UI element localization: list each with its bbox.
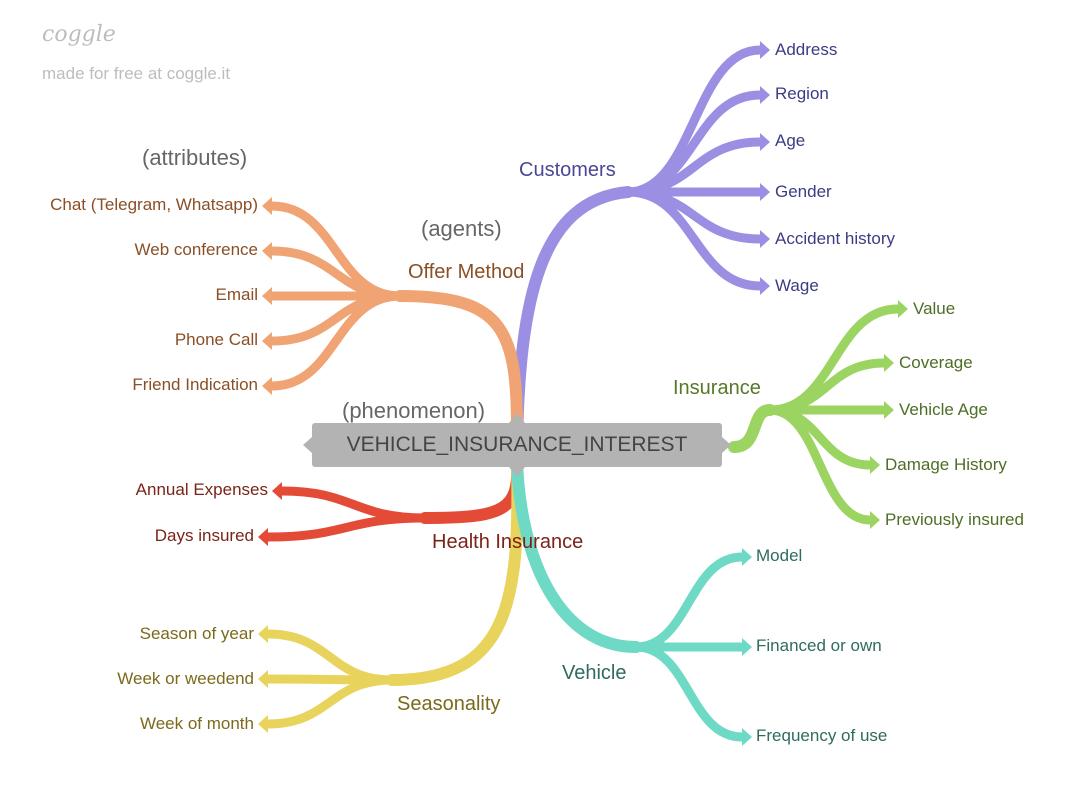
customers-leaf-connector <box>623 187 765 291</box>
insurance-trunk <box>728 404 776 453</box>
customers-item-accident-history[interactable]: Accident history <box>775 229 895 248</box>
center-node-left-notch <box>303 437 312 453</box>
offer-method-leaf-arrow <box>262 332 272 350</box>
insurance-leaf-arrow <box>884 354 894 372</box>
vehicle-leaf-arrow <box>742 548 752 566</box>
customers-item-age[interactable]: Age <box>775 131 806 150</box>
customers-leaf-arrow <box>760 86 770 104</box>
seasonality-leaf-connector <box>263 629 397 685</box>
offer-item-friend-indication[interactable]: Friend Indication <box>132 375 258 394</box>
annotation-attributes: (attributes) <box>142 145 248 170</box>
insurance-leaf-arrow <box>898 300 908 318</box>
seasonality-item-season-of-year[interactable]: Season of year <box>139 624 254 643</box>
offer-item-web-conference[interactable]: Web conference <box>134 240 258 259</box>
annotation-agents: (agents) <box>421 216 502 241</box>
seasonality-trunk <box>386 454 524 686</box>
health-insurance-leaf-connector <box>263 513 430 542</box>
insurance-item-value[interactable]: Value <box>913 299 956 318</box>
offer-item-chat[interactable]: Chat (Telegram, Whatsapp) <box>50 195 258 214</box>
vehicle-leaf-arrow <box>742 638 752 656</box>
offer-method-leaf-arrow <box>262 242 272 260</box>
branch-insurance-label[interactable]: Insurance <box>673 377 761 399</box>
branch-offer-method-label[interactable]: Offer Method <box>408 261 525 283</box>
coggle-tagline: made for free at coggle.it <box>42 64 231 83</box>
vehicle-item-frequency-of-use[interactable]: Frequency of use <box>756 726 888 745</box>
annotation-phenomenon: (phenomenon) <box>342 398 486 423</box>
seasonality-item-week-or-weekend[interactable]: Week or weedend <box>117 669 254 688</box>
center-node-right-notch <box>722 437 731 453</box>
insurance-leaf-arrow <box>884 401 894 419</box>
vehicle-trunk <box>511 454 642 653</box>
health-item-annual-expenses[interactable]: Annual Expenses <box>135 480 268 499</box>
offer-method-leaf-arrow <box>262 287 272 305</box>
vehicle-item-financed-or-own[interactable]: Financed or own <box>756 636 882 655</box>
customers-leaf-arrow <box>760 41 770 59</box>
customers-leaf-arrow <box>760 230 770 248</box>
insurance-leaf-arrow <box>870 456 880 474</box>
customers-item-wage[interactable]: Wage <box>775 276 819 295</box>
health-insurance-leaf-arrow <box>272 482 282 500</box>
seasonality-leaf-arrow <box>258 670 268 688</box>
seasonality-leaf-arrow <box>258 715 268 733</box>
vehicle-item-model[interactable]: Model <box>756 546 803 565</box>
health-insurance-leaf-connector <box>277 486 430 523</box>
vehicle-leaf-connector <box>631 552 747 652</box>
insurance-item-coverage[interactable]: Coverage <box>899 353 973 372</box>
offer-method-leaf-connector <box>267 291 405 391</box>
offer-method-leaf-arrow <box>262 377 272 395</box>
branch-connectors <box>258 41 908 746</box>
offer-item-phone-call[interactable]: Phone Call <box>174 330 258 349</box>
center-node-label: VEHICLE_INSURANCE_INTEREST <box>346 433 688 456</box>
center-node[interactable] <box>312 423 722 467</box>
branch-seasonality-label[interactable]: Seasonality <box>397 693 501 715</box>
seasonality-leaf-connector <box>263 675 397 729</box>
customers-leaf-arrow <box>760 277 770 295</box>
customers-leaf-arrow <box>760 183 770 201</box>
branch-customers-label[interactable]: Customers <box>519 159 616 181</box>
customers-trunk <box>511 186 634 446</box>
insurance-item-previously-insured[interactable]: Previously insured <box>885 510 1024 529</box>
vehicle-leaf-arrow <box>742 728 752 746</box>
offer-item-email[interactable]: Email <box>215 285 258 304</box>
insurance-leaf-arrow <box>870 511 880 529</box>
vehicle-leaf-connector <box>631 642 747 742</box>
center-node-bottom-notch <box>509 467 525 477</box>
health-insurance-leaf-arrow <box>258 528 268 546</box>
seasonality-item-week-of-month[interactable]: Week of month <box>139 714 254 733</box>
customers-leaf-arrow <box>760 133 770 151</box>
insurance-item-damage-history[interactable]: Damage History <box>885 455 1007 474</box>
insurance-item-vehicle-age[interactable]: Vehicle Age <box>899 400 988 419</box>
customers-item-gender[interactable]: Gender <box>775 182 832 201</box>
customers-item-region[interactable]: Region <box>775 84 829 103</box>
center-node-top-notch <box>509 413 525 423</box>
health-insurance-trunk <box>419 454 524 524</box>
offer-method-trunk <box>394 290 524 446</box>
seasonality-leaf-arrow <box>258 625 268 643</box>
health-item-days-insured[interactable]: Days insured <box>154 526 254 545</box>
offer-method-leaf-arrow <box>262 197 272 215</box>
insurance-leaf-connector <box>765 405 875 525</box>
customers-item-address[interactable]: Address <box>775 40 838 59</box>
branch-vehicle-label[interactable]: Vehicle <box>562 662 627 684</box>
branch-health-insurance-label[interactable]: Health Insurance <box>432 531 584 553</box>
coggle-logo: coggle <box>42 22 116 47</box>
